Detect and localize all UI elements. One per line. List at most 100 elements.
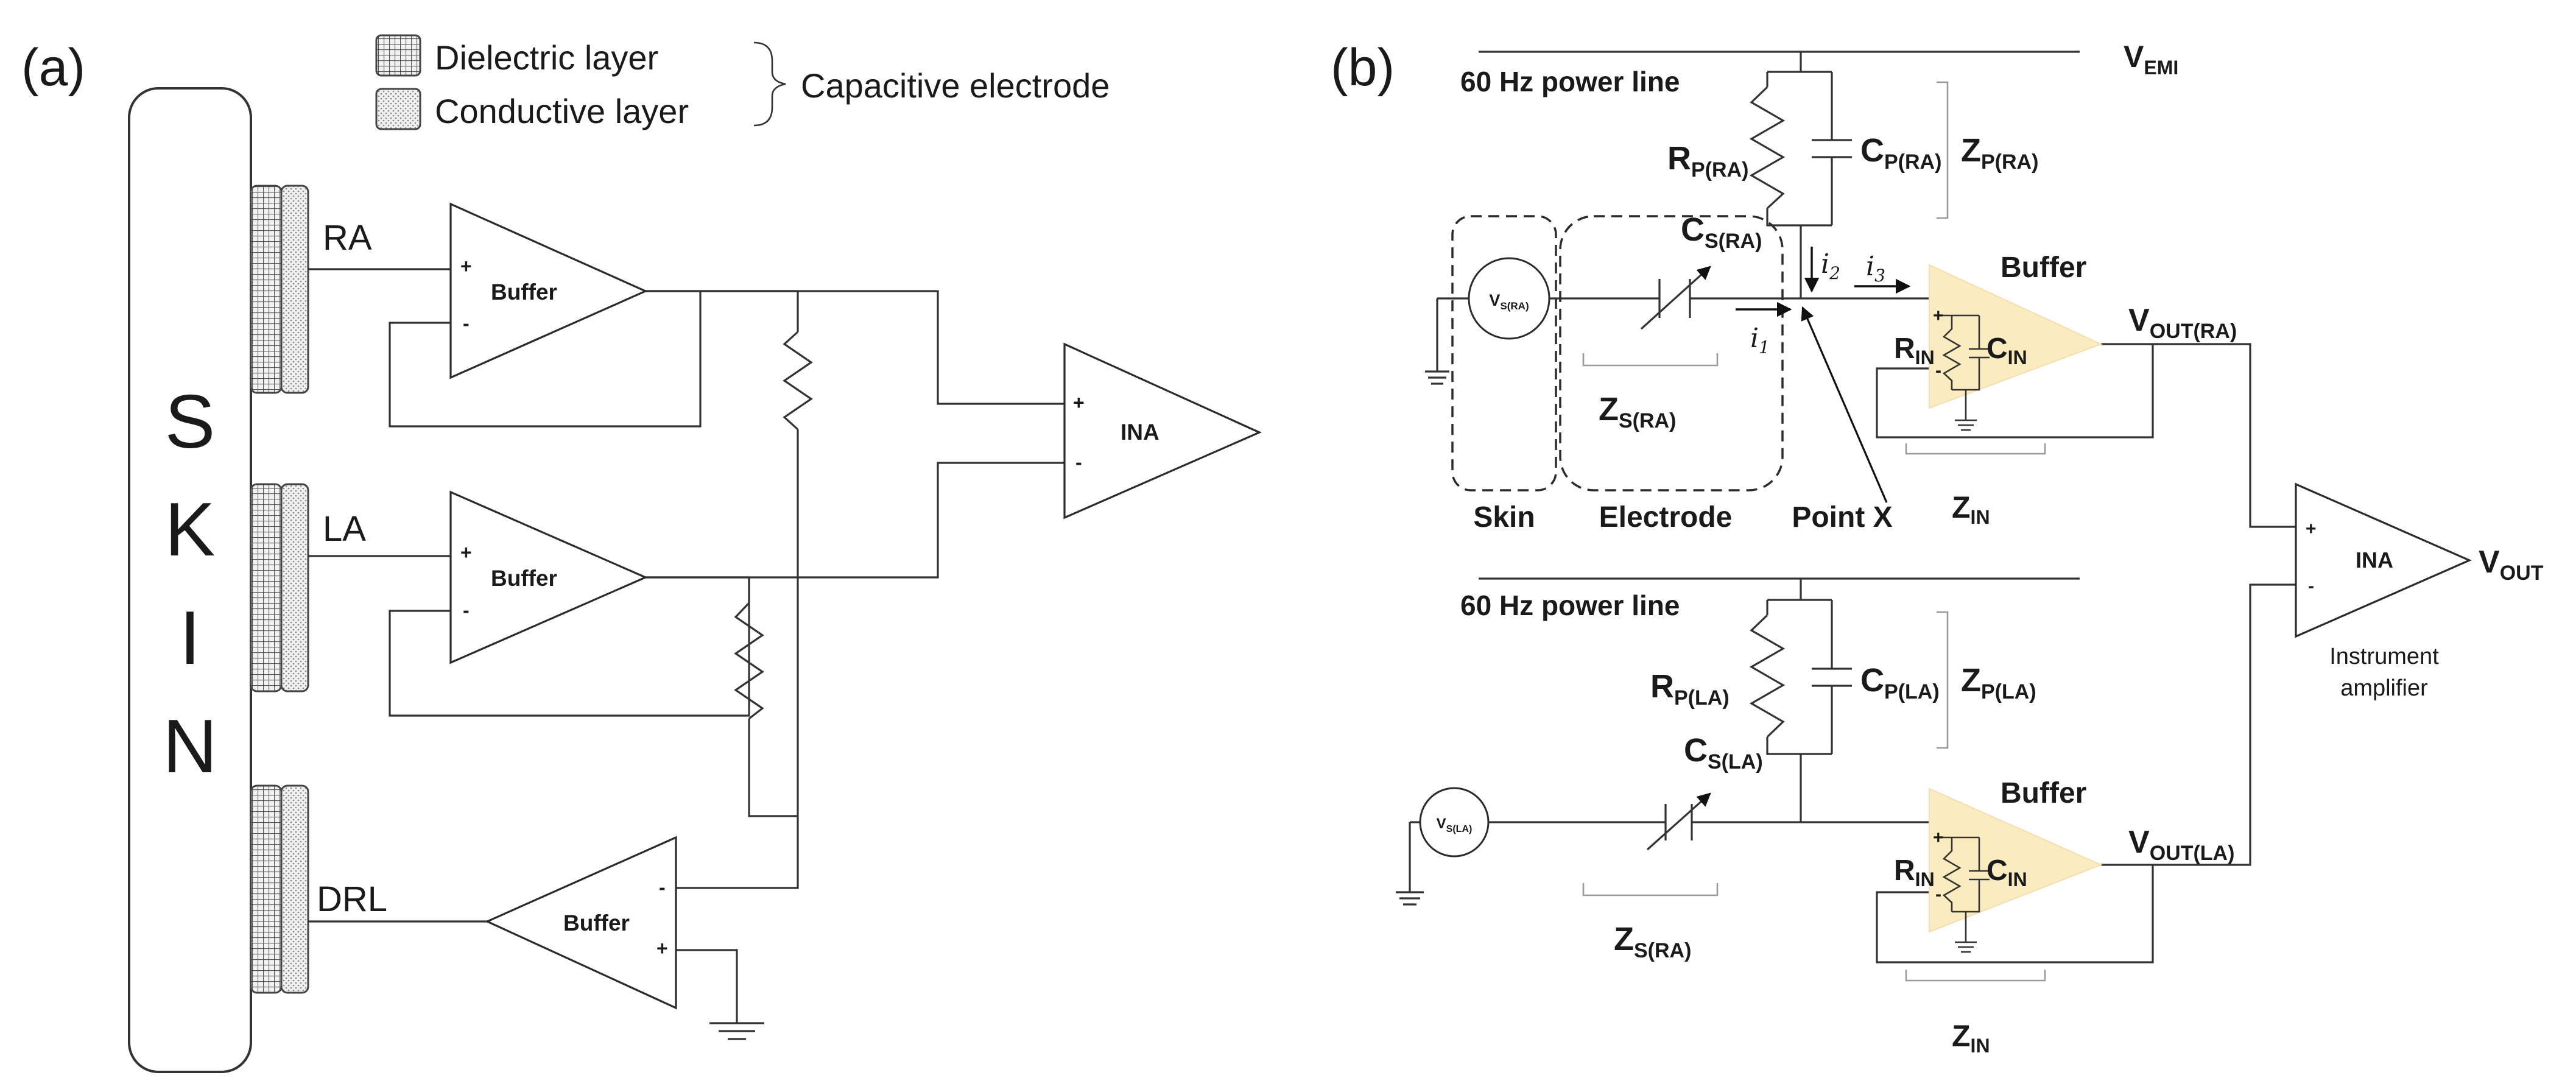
brace-zin-ra bbox=[1905, 443, 2046, 455]
ground-symbol-la bbox=[1396, 891, 1424, 906]
vs-ra-label: VS(RA) bbox=[1489, 291, 1529, 312]
brace-zs-la bbox=[1582, 883, 1719, 896]
svg-text:Buffer: Buffer bbox=[563, 911, 630, 935]
label-zp-la: ZP(LA) bbox=[1961, 662, 2036, 703]
skin-letter-s: S bbox=[165, 380, 216, 464]
label-rp-la: RP(LA) bbox=[1650, 668, 1730, 710]
label-la: LA bbox=[323, 509, 366, 549]
label-ra: RA bbox=[323, 218, 372, 258]
svg-text:+: + bbox=[2306, 519, 2317, 539]
svg-text:Buffer: Buffer bbox=[2001, 777, 2086, 809]
electrode-box bbox=[1559, 215, 1784, 491]
svg-text:-: - bbox=[463, 599, 470, 621]
label-vout-ra: VOUT(RA) bbox=[2128, 303, 2237, 343]
label-rp-ra: RP(RA) bbox=[1667, 140, 1748, 181]
vemi-label: VEMI bbox=[2124, 40, 2178, 79]
panel-b-label: (b) bbox=[1331, 38, 1395, 97]
panel-a: (a) Dielectric layer Conductive layer Ca… bbox=[21, 34, 1262, 1073]
svg-text:-: - bbox=[1935, 361, 1941, 381]
label-cin-ra: CIN bbox=[1987, 333, 2027, 368]
source-vs-ra bbox=[1468, 257, 1550, 340]
label-cp-la: CP(LA) bbox=[1860, 662, 1940, 703]
label-zin-la: ZIN bbox=[1952, 1019, 1990, 1057]
skin-label: Skin bbox=[1473, 501, 1535, 534]
resistor-rp-ra bbox=[1749, 86, 1786, 210]
input-impedance-ra bbox=[1942, 314, 1990, 431]
capacitor-cp-ra bbox=[1812, 139, 1852, 158]
buffer-la: Buffer + - bbox=[449, 490, 648, 664]
current-i3-label: i3 bbox=[1866, 251, 1885, 286]
dielectric-swatch bbox=[375, 34, 421, 77]
svg-text:+: + bbox=[460, 541, 472, 563]
label-vout-la: VOUT(LA) bbox=[2128, 825, 2234, 865]
svg-text:-: - bbox=[659, 876, 666, 898]
panel-b: (b) 60 Hz power line 60 Hz power line VE… bbox=[1331, 38, 2544, 1057]
label-cp-ra: CP(RA) bbox=[1860, 132, 1941, 174]
pointx-label: Point X bbox=[1792, 501, 1892, 534]
panel-a-label: (a) bbox=[21, 38, 85, 97]
ina-b: INA + - bbox=[2295, 482, 2472, 638]
wiring-b-la bbox=[1409, 579, 2296, 963]
svg-text:Buffer: Buffer bbox=[491, 280, 557, 305]
capacitor-cs-la bbox=[1646, 792, 1711, 851]
svg-text:+: + bbox=[1933, 306, 1944, 326]
skin-letter-n: N bbox=[163, 705, 217, 789]
legend-brace bbox=[753, 41, 786, 127]
svg-text:-: - bbox=[463, 312, 470, 334]
legend: Dielectric layer Conductive layer Capaci… bbox=[375, 34, 1110, 130]
legend-group: Capacitive electrode bbox=[801, 66, 1110, 105]
source-vs-la bbox=[1419, 787, 1490, 858]
label-zp-ra: ZP(RA) bbox=[1961, 132, 2038, 174]
electrode-label: Electrode bbox=[1599, 501, 1733, 534]
pointx-arrow bbox=[1801, 306, 1888, 503]
skin-letter-k: K bbox=[165, 488, 216, 572]
label-vout: VOUT bbox=[2479, 544, 2544, 585]
label-cin-la: CIN bbox=[1987, 854, 2027, 890]
svg-text:-: - bbox=[2308, 576, 2314, 596]
svg-text:-: - bbox=[1075, 451, 1082, 473]
svg-text:+: + bbox=[656, 937, 668, 959]
svg-text:INA: INA bbox=[2356, 548, 2393, 572]
electrode-la bbox=[250, 483, 309, 692]
brace-zin-la bbox=[1905, 970, 2046, 982]
legend-dielectric: Dielectric layer bbox=[435, 38, 658, 77]
skin-letter-i: I bbox=[180, 596, 200, 680]
vs-la-label: VS(LA) bbox=[1437, 815, 1473, 834]
label-cs-la: CS(LA) bbox=[1684, 732, 1763, 773]
conductive-swatch bbox=[375, 88, 421, 130]
svg-text:INA: INA bbox=[1121, 420, 1160, 445]
buffer-b-la: Buffer + - bbox=[1929, 777, 2103, 933]
label-zs-la: ZS(RA) bbox=[1614, 921, 1691, 962]
ground-symbol-a bbox=[709, 1022, 764, 1040]
electrode-drl bbox=[250, 784, 309, 994]
buffer-b-ra: Buffer + - bbox=[1929, 252, 2103, 409]
instrument-label-2: amplifier bbox=[2340, 675, 2428, 701]
label-zin-ra: ZIN bbox=[1952, 490, 1990, 528]
resistor-rp-la bbox=[1749, 614, 1786, 738]
instrument-label-1: Instrument bbox=[2329, 644, 2439, 669]
label-drl: DRL bbox=[317, 879, 387, 919]
ground-symbol-ra bbox=[1425, 370, 1449, 385]
label-zs-ra: ZS(RA) bbox=[1599, 391, 1676, 432]
buffer-ra: Buffer + - bbox=[449, 202, 648, 379]
current-i1-label: i1 bbox=[1750, 323, 1770, 358]
brace-zs-ra bbox=[1582, 353, 1719, 367]
power-line-label-la: 60 Hz power line bbox=[1460, 590, 1680, 621]
capacitor-cs-ra bbox=[1640, 266, 1711, 330]
svg-text:Buffer: Buffer bbox=[2001, 252, 2086, 284]
label-cs-ra: CS(RA) bbox=[1681, 211, 1762, 253]
current-i2-label: i2 bbox=[1821, 248, 1840, 283]
svg-text:+: + bbox=[1073, 392, 1085, 414]
wiring-a bbox=[308, 268, 1065, 1023]
ina-a: INA + - bbox=[1063, 342, 1262, 520]
legend-conductive: Conductive layer bbox=[435, 92, 689, 130]
buffer-drl: Buffer - + bbox=[485, 836, 677, 1010]
electrode-ra bbox=[250, 185, 309, 394]
brace-zp-ra bbox=[1937, 81, 1949, 219]
svg-text:+: + bbox=[1933, 828, 1944, 848]
capacitor-cp-la bbox=[1812, 668, 1852, 687]
svg-text:Buffer: Buffer bbox=[491, 566, 557, 591]
label-rin-la: RIN bbox=[1894, 854, 1935, 890]
power-line-label-ra: 60 Hz power line bbox=[1460, 66, 1680, 97]
